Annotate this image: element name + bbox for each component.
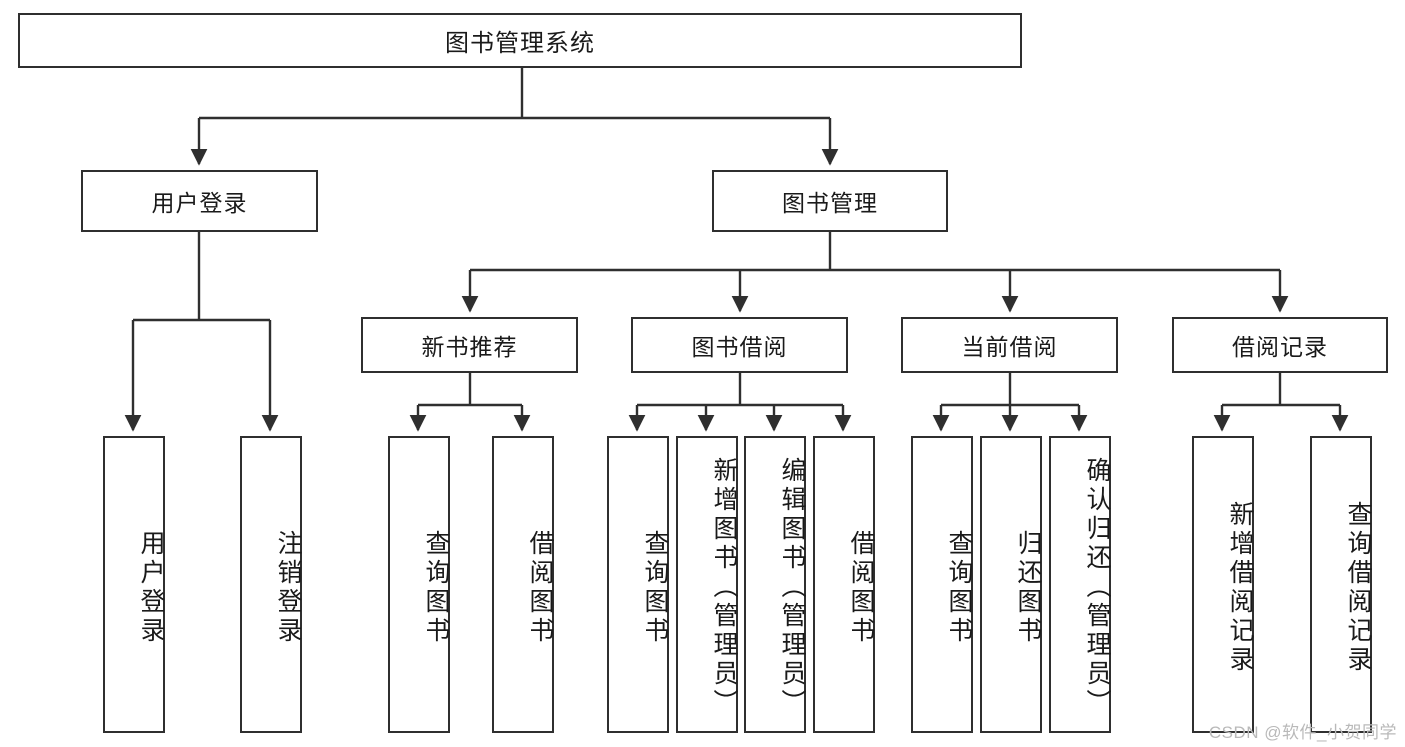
leaf-borrow-book-query-book[interactable]: 查询图书 — [607, 436, 669, 733]
leaf-user-login-logout[interactable]: 注销登录 — [240, 436, 302, 733]
node-label: 确认归还（管理员） — [1083, 457, 1111, 718]
node-label: 编辑图书（管理员） — [778, 457, 806, 718]
node-borrow-record[interactable]: 借阅记录 — [1172, 317, 1388, 373]
csdn-watermark: CSDN @软件_小贺同学 — [1208, 723, 1397, 742]
leaf-borrow-record-query-record[interactable]: 查询借阅记录 — [1310, 436, 1372, 733]
node-new-book-recommend[interactable]: 新书推荐 — [361, 317, 578, 373]
leaf-current-borrow-return-book[interactable]: 归还图书 — [980, 436, 1042, 733]
node-label: 归还图书 — [1014, 529, 1042, 646]
node-label: 用户登录 — [137, 529, 165, 646]
leaf-user-login-login[interactable]: 用户登录 — [103, 436, 165, 733]
node-label: 用户登录 — [151, 190, 248, 216]
node-label: 新增借阅记录 — [1226, 500, 1254, 675]
leaf-borrow-book-add-book-admin[interactable]: 新增图书（管理员） — [676, 436, 738, 733]
leaf-borrow-record-add-record[interactable]: 新增借阅记录 — [1192, 436, 1254, 733]
leaf-new-book-borrow-book[interactable]: 借阅图书 — [492, 436, 554, 733]
node-label: 注销登录 — [274, 529, 302, 646]
node-label: 借阅记录 — [1232, 334, 1328, 360]
node-label: 当前借阅 — [961, 334, 1058, 360]
node-label: 查询图书 — [422, 529, 450, 646]
leaf-new-book-query-book[interactable]: 查询图书 — [388, 436, 450, 733]
leaf-borrow-book-edit-book-admin[interactable]: 编辑图书（管理员） — [744, 436, 806, 733]
leaf-borrow-book-borrow-book[interactable]: 借阅图书 — [813, 436, 875, 733]
node-label: 借阅图书 — [847, 529, 875, 646]
node-current-borrow[interactable]: 当前借阅 — [901, 317, 1118, 373]
node-label: 图书管理 — [782, 190, 878, 216]
leaf-current-borrow-query-book[interactable]: 查询图书 — [911, 436, 973, 733]
node-label: 查询图书 — [641, 529, 669, 646]
node-label: 新书推荐 — [421, 334, 518, 360]
node-book-management[interactable]: 图书管理 — [712, 170, 948, 232]
node-label: 新增图书（管理员） — [710, 457, 738, 718]
node-label: 查询借阅记录 — [1344, 500, 1372, 675]
node-book-borrow[interactable]: 图书借阅 — [631, 317, 848, 373]
node-label: 图书借阅 — [691, 334, 788, 360]
node-label: 图书管理系统 — [445, 30, 595, 57]
leaf-current-borrow-confirm-return-admin[interactable]: 确认归还（管理员） — [1049, 436, 1111, 733]
node-label: 借阅图书 — [526, 529, 554, 646]
node-user-login[interactable]: 用户登录 — [81, 170, 318, 232]
node-label: 查询图书 — [945, 529, 973, 646]
node-root-book-management-system[interactable]: 图书管理系统 — [18, 13, 1022, 68]
